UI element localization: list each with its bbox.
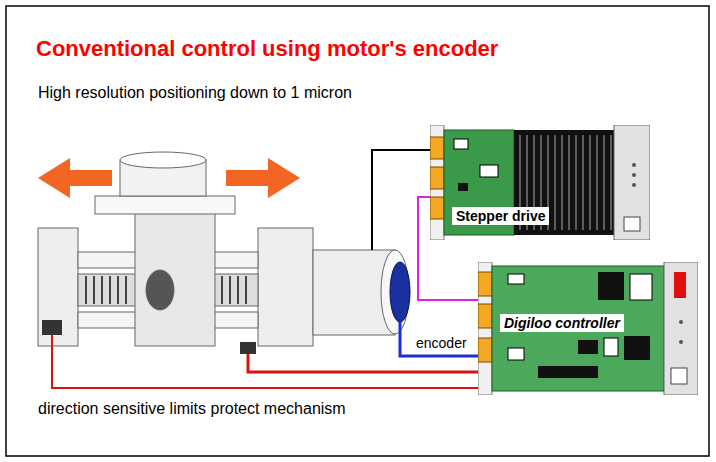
motor-wire (372, 150, 430, 250)
limit-switch (240, 342, 256, 354)
subtitle: High resolution positioning down to 1 mi… (36, 84, 354, 102)
frame (6, 6, 709, 456)
node-label: Stepper drive (452, 207, 549, 225)
linear-stage (38, 152, 313, 346)
title: Conventional control using motor's encod… (36, 36, 498, 62)
stepper-drive: Stepper drive (430, 125, 650, 240)
controller-card: Digiloo controller (478, 262, 698, 395)
wire-label: encoder (414, 335, 469, 351)
motor (313, 250, 410, 335)
limit-switch (42, 320, 62, 335)
encoder-wire (400, 322, 478, 356)
node-label: Digiloo controller (500, 314, 624, 332)
note: direction sensitive limits protect mecha… (36, 400, 348, 418)
limit-wire (52, 335, 478, 388)
